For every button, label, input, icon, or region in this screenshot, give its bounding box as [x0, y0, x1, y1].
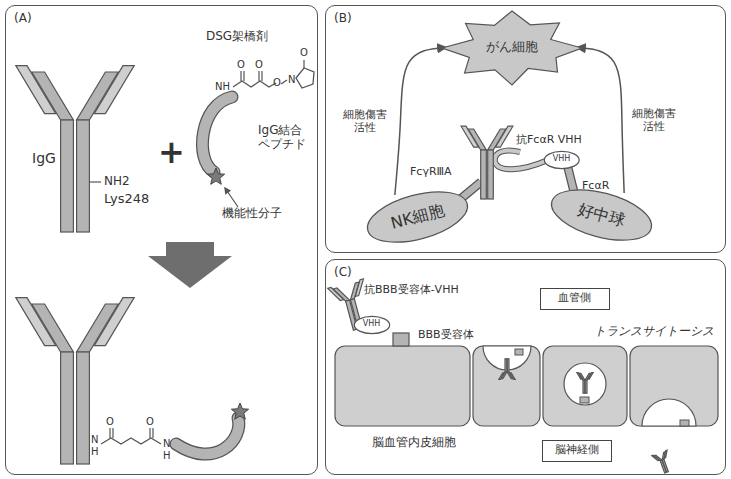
dsg-chain [281, 80, 287, 84]
panel: (B)がん細胞VHHNK細胞好中球 [325, 5, 726, 253]
antibody [16, 298, 134, 464]
annotation-label: NH [215, 81, 230, 93]
endothelial-cell [543, 346, 627, 426]
antibody [16, 66, 134, 232]
annotation-label: DSG架橋剤 [206, 30, 268, 44]
node-text: 脳神経側 [555, 444, 599, 456]
annotation-label: O [237, 59, 245, 71]
double-bond [109, 428, 110, 438]
annotation-label: 抗BBB受容体-VHH [364, 284, 459, 297]
endothelial-cell [335, 346, 470, 426]
annotation-label: Lys248 [104, 192, 149, 207]
annotation-label: 機能性分子 [222, 207, 282, 221]
annotation-label: O [300, 47, 308, 59]
annotation-label: H [91, 446, 99, 458]
panel-label: (B) [334, 11, 352, 25]
node-text: VHH [363, 320, 381, 329]
annotation-label: トランスサイトーシス [594, 325, 714, 339]
bbb-receptor [393, 333, 409, 346]
annotation-label: O [273, 77, 281, 89]
side-label-box: 脳神経側 [542, 440, 612, 462]
annotation-label: FcαR [582, 180, 609, 193]
functional-molecule [207, 168, 224, 184]
peptide [202, 97, 232, 172]
bbb-receptor [580, 397, 589, 403]
vhh-domain: VHH [544, 151, 580, 169]
panel-label: (A) [14, 11, 32, 25]
annotation-label: IgG結合ペプチド [258, 124, 314, 152]
dsg-chain [233, 81, 276, 87]
edge-label: 細胞傷害活性 [630, 107, 678, 133]
annotation-label: N [91, 434, 98, 446]
linker-chain [101, 438, 161, 444]
annotation-label: N [163, 438, 170, 450]
double-bond [149, 428, 150, 438]
antibody [577, 373, 593, 394]
process-arrow [148, 242, 232, 288]
peptide [176, 418, 239, 454]
vesicle [564, 363, 606, 405]
double-bond [261, 71, 262, 81]
annotation-label: IgG [32, 150, 56, 166]
annotation-label: 脳血管内皮細胞 [372, 436, 456, 450]
annotation-label: H [163, 450, 171, 462]
bbb-receptor [680, 420, 689, 426]
annotation-label: + [158, 134, 185, 171]
antibody [652, 450, 674, 475]
node-text: がん細胞 [486, 40, 538, 54]
panel: (A) [5, 5, 318, 475]
leader-line [225, 188, 238, 207]
panel-label: (C) [334, 265, 352, 279]
annotation-label: NH2 [104, 175, 130, 189]
functional-molecule [231, 403, 248, 419]
double-bond [258, 71, 259, 81]
node-text: VHH [553, 155, 571, 164]
annotation-label: O [255, 59, 263, 71]
annotation-label: N [288, 74, 295, 86]
edge-label: 細胞傷害活性 [340, 108, 388, 134]
node-text: 血管側 [558, 292, 591, 304]
antibody [461, 126, 513, 199]
peptide [176, 418, 239, 454]
cancer-cell: がん細胞 [442, 11, 582, 85]
double-bond [240, 71, 241, 81]
bbb-receptor [515, 349, 523, 355]
cytotoxicity-arrow [578, 48, 625, 194]
endothelial-cell [630, 346, 718, 426]
double-bond [152, 428, 153, 438]
igg-binding-peptide [495, 150, 548, 169]
annotation-label: BBB受容体 [418, 329, 474, 342]
double-bond [112, 428, 113, 438]
exocytic-pit [642, 399, 696, 426]
peptide [202, 97, 232, 172]
annotation-label: O [146, 416, 154, 428]
vhh-domain: VHH [354, 316, 390, 334]
immune-cell: NK細胞 [361, 181, 474, 253]
annotation-label: 抗FcαR VHH [516, 134, 582, 147]
succinimide-ring [296, 68, 314, 88]
annotation-label: FcγRⅢA [410, 166, 452, 179]
side-label-box: 血管側 [540, 288, 610, 310]
igg-binding-peptide [495, 150, 548, 169]
double-bond [303, 60, 304, 68]
antibody [499, 359, 515, 380]
double-bond [243, 71, 244, 81]
annotation-label: O [106, 416, 114, 428]
endothelial-cell [473, 346, 540, 426]
